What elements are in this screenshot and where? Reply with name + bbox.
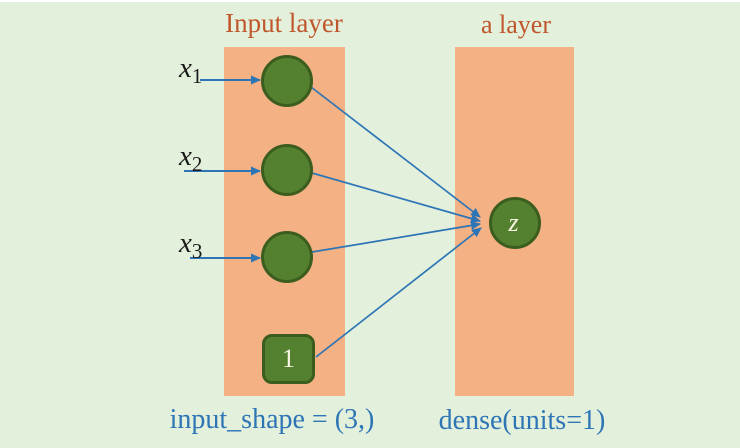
input-layer-title: Input layer	[225, 8, 343, 38]
label-x1: x1	[179, 52, 203, 88]
output-node-z: z	[489, 197, 541, 249]
label-x3: x3	[179, 227, 203, 263]
input-node-3	[261, 231, 313, 283]
dense-layer-title: a layer	[480, 10, 551, 39]
bias-node-label: 1	[282, 344, 295, 373]
input-node-1	[261, 55, 313, 107]
dense-units-caption: dense(units=1)	[438, 405, 606, 436]
input-node-2	[261, 144, 313, 196]
bias-node: 1	[262, 334, 315, 384]
output-node-label: z	[508, 208, 519, 237]
label-x2: x2	[179, 140, 203, 176]
input-shape-caption: input_shape = (3,)	[169, 404, 375, 435]
